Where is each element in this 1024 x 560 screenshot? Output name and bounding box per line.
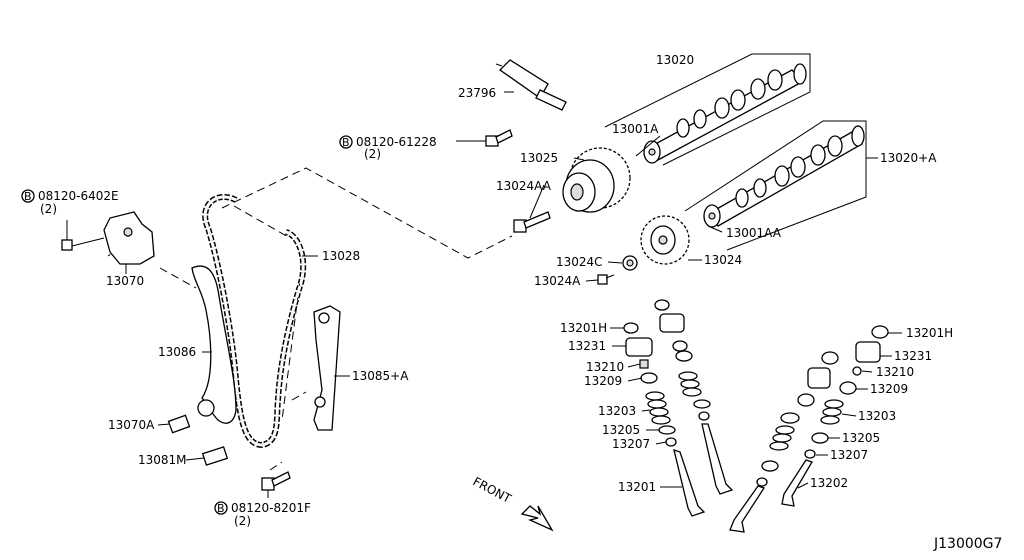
front-label: FRONT [471, 474, 514, 506]
label-13209-left: 13209 [584, 374, 622, 388]
valve-train-mid-stack [654, 299, 734, 495]
label-13209-right: 13209 [870, 382, 908, 396]
label-13201h-left: 13201H [560, 321, 607, 335]
label-13081m: 13081M [138, 453, 187, 467]
b-marker-1: B [339, 135, 353, 149]
sprocket-13024[interactable] [640, 215, 690, 265]
label-13085-a: 13085+A [352, 369, 409, 383]
label-23796: 23796 [458, 86, 496, 100]
label-13231-right: 13231 [894, 349, 932, 363]
leader-lines [66, 91, 902, 498]
label-08120-6402e: 08120-6402E [38, 189, 119, 203]
svg-text:B: B [24, 190, 32, 203]
label-13207-left: 13207 [612, 437, 650, 451]
bolt-08120-8201f[interactable] [261, 471, 291, 491]
bolt-08120-61228[interactable] [485, 129, 513, 147]
label-13024aa: 13024AA [496, 179, 552, 193]
camshaft-box-lower [684, 120, 867, 251]
label-08120-61228: 08120-61228 [356, 135, 437, 149]
chain-guide-13086[interactable] [191, 265, 237, 424]
svg-text:B: B [342, 136, 350, 149]
label-bolt3-qty: (2) [234, 514, 251, 528]
label-13020-a: 13020+A [880, 151, 937, 165]
label-13205-right: 13205 [842, 431, 880, 445]
valve-train-left-stack [623, 322, 706, 517]
pin-13081m[interactable] [201, 446, 229, 466]
chain-tensioner-13070[interactable] [61, 211, 155, 265]
chain-guide-13085-a[interactable] [313, 305, 341, 431]
b-marker-2: B [21, 189, 35, 203]
b-marker-3: B [214, 501, 228, 515]
pin-13070a[interactable] [167, 414, 191, 434]
label-bolt2-qty: (2) [40, 202, 57, 216]
camshaft-box-upper [604, 53, 811, 166]
sensor-23796[interactable] [495, 59, 567, 111]
timing-chain-13028[interactable] [202, 193, 307, 449]
valve-train-right-stack [781, 325, 889, 507]
diagram-id: J13000G7 [933, 536, 1002, 552]
sprocket-13025[interactable] [562, 147, 631, 213]
label-13001a: 13001A [612, 122, 659, 136]
label-13210-right: 13210 [876, 365, 914, 379]
label-13020: 13020 [656, 53, 694, 67]
label-13202-right: 13202 [810, 476, 848, 490]
svg-text:B: B [217, 502, 225, 515]
camshaft-13020-a[interactable] [703, 125, 865, 228]
label-13024: 13024 [704, 253, 742, 267]
label-13070: 13070 [106, 274, 144, 288]
label-13207-right: 13207 [830, 448, 868, 462]
label-13001aa: 13001AA [726, 226, 782, 240]
washer-13024c[interactable] [622, 255, 638, 271]
label-13231-left: 13231 [568, 339, 606, 353]
front-arrow [520, 505, 554, 532]
label-13070a: 13070A [108, 418, 155, 432]
label-13025: 13025 [520, 151, 558, 165]
valve-train-mid-right-stack [729, 351, 839, 533]
label-13203-left: 13203 [598, 404, 636, 418]
label-13086: 13086 [158, 345, 196, 359]
bolt-13024a[interactable] [597, 274, 615, 285]
label-bolt1-qty: (2) [364, 147, 381, 161]
label-13028: 13028 [322, 249, 360, 263]
part-labels: 23796 13020 13001A 13020+A 08120-61228 (… [38, 53, 1002, 552]
label-13024c: 13024C [556, 255, 603, 269]
label-13203-right: 13203 [858, 409, 896, 423]
label-13205-left: 13205 [602, 423, 640, 437]
label-08120-8201f: 08120-8201F [231, 501, 311, 515]
bolt-13024aa[interactable] [513, 211, 551, 233]
label-13210-left: 13210 [586, 360, 624, 374]
label-13024a: 13024A [534, 274, 581, 288]
label-13201h-right: 13201H [906, 326, 953, 340]
label-13201-left: 13201 [618, 480, 656, 494]
